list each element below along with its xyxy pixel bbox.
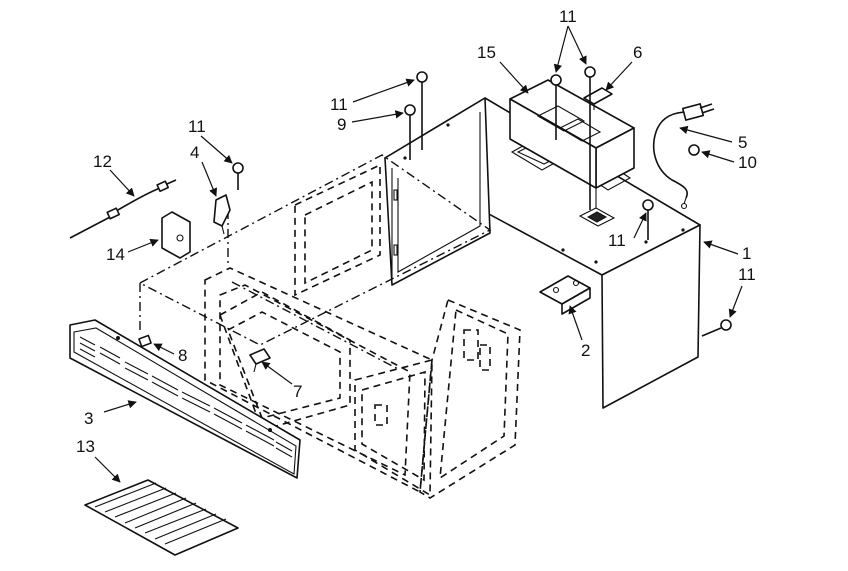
callout-labels: 11 6 15 11 9 11 4 12 14 5 10 11 1 11 2 8…: [76, 7, 757, 456]
callout-4: 4: [190, 143, 199, 162]
callout-2: 2: [581, 341, 590, 360]
screw-11-right-inner: [642, 199, 654, 240]
latch-part: [249, 348, 271, 373]
callout-14: 14: [106, 245, 125, 264]
power-cord: [652, 103, 715, 210]
screw-10: [688, 144, 700, 156]
screw-11-top-a: [550, 74, 562, 140]
callout-5: 5: [738, 133, 747, 152]
leader-lines: [94, 25, 743, 483]
screw-11-top-b: [584, 66, 596, 210]
screws: [138, 66, 732, 348]
callout-10: 10: [738, 153, 757, 172]
screw-9: [404, 104, 416, 160]
callout-11-top: 11: [559, 7, 577, 26]
screw-11-left: [232, 162, 244, 190]
callout-11-right-inner: 11: [608, 231, 626, 250]
callout-7: 7: [293, 382, 302, 401]
mounting-bracket-2: [539, 275, 591, 315]
callout-8: 8: [178, 346, 187, 365]
switch-part-4: [213, 194, 231, 235]
top-vent-duct: [509, 79, 635, 189]
screw-11-right-outer: [701, 319, 732, 337]
callout-12: 12: [93, 152, 112, 171]
callout-13: 13: [76, 437, 95, 456]
screw-11-topleft: [416, 71, 428, 150]
callout-11-left-top: 11: [330, 95, 348, 114]
wire-harness: [69, 179, 177, 239]
callout-11-right-outer: 11: [738, 265, 756, 284]
grease-filter: [84, 479, 239, 556]
callout-11-mid: 11: [188, 117, 206, 136]
front-grille: [69, 319, 301, 479]
callout-3: 3: [84, 409, 93, 428]
callout-1: 1: [742, 244, 751, 263]
front-frame-dashed: [204, 267, 521, 499]
mounting-bracket-14: [161, 211, 191, 259]
screw-8: [138, 334, 152, 348]
callout-6: 6: [633, 43, 642, 62]
callout-9: 9: [337, 115, 346, 134]
callout-15: 15: [477, 43, 496, 62]
